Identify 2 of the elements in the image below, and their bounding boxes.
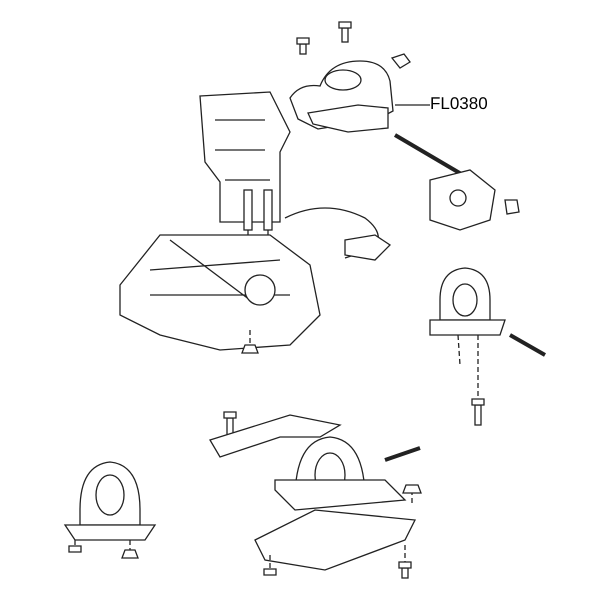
leader-line bbox=[395, 104, 430, 106]
part-number: FL0380 bbox=[430, 94, 500, 116]
